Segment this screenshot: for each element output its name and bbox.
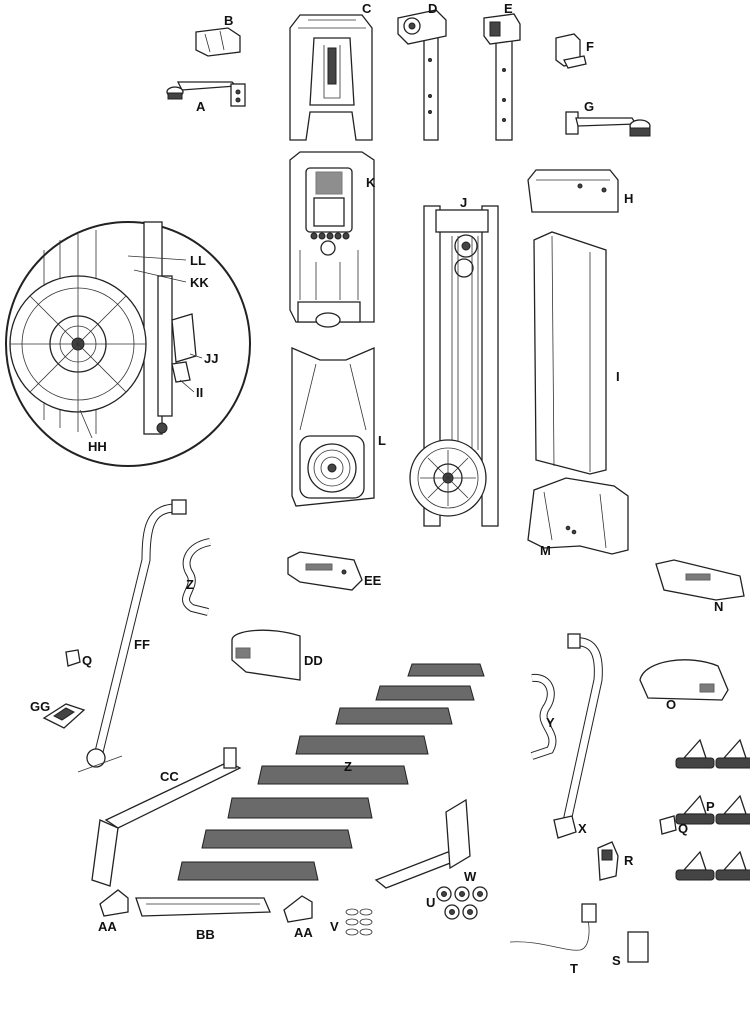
part-g-arm: [565, 111, 651, 137]
part-d-upright: [397, 9, 447, 141]
label-d: D: [428, 1, 438, 16]
part-v-carabiners: [345, 908, 373, 936]
label-jj: JJ: [204, 351, 219, 366]
label-v: V: [330, 919, 339, 934]
part-a-arm: [166, 81, 246, 107]
part-aa-end-cap-left: [99, 889, 129, 917]
label-e: E: [504, 1, 513, 16]
label-aa-right: AA: [294, 925, 313, 940]
part-aa-end-cap-right: [283, 895, 313, 923]
part-z-handle-tube: [182, 538, 211, 616]
part-m-base-shroud: [527, 477, 629, 555]
label-j: J: [460, 195, 468, 210]
label-q-left: Q: [82, 653, 93, 668]
label-k: K: [366, 175, 376, 190]
label-c: C: [362, 1, 372, 16]
label-s: S: [612, 953, 621, 968]
part-q-clip-left: [65, 649, 81, 667]
part-b-cover: [195, 27, 241, 57]
label-ll: LL: [190, 253, 206, 268]
label-q-right: Q: [678, 821, 689, 836]
part-ff-tube: [77, 499, 187, 773]
label-z-upper: Z: [186, 577, 194, 592]
label-ee: EE: [364, 573, 382, 588]
label-x: X: [578, 821, 587, 836]
label-t: T: [570, 961, 578, 976]
label-y: Y: [546, 715, 555, 730]
label-aa-left: AA: [98, 919, 117, 934]
label-l: L: [378, 433, 386, 448]
part-p-handles: [675, 738, 750, 881]
detail-callout-circle: [5, 221, 251, 467]
part-x-tube: [553, 633, 603, 839]
label-n: N: [714, 599, 724, 614]
step-slats: [177, 663, 485, 881]
label-b: B: [224, 13, 234, 28]
label-dd: DD: [304, 653, 323, 668]
part-u-rollers: [436, 886, 488, 920]
part-e-upright: [483, 13, 521, 141]
label-w: W: [464, 869, 477, 884]
label-h: H: [624, 191, 634, 206]
part-bb-crossbar: [135, 897, 271, 917]
label-r: R: [624, 853, 634, 868]
label-ff: FF: [134, 637, 150, 652]
part-h-top-cover: [527, 169, 619, 213]
label-hh: HH: [88, 439, 107, 454]
part-y-handle-tube: [530, 673, 557, 760]
console-buttons: [310, 232, 350, 240]
part-cc-rail: [91, 747, 242, 887]
part-q-clip-right: [659, 815, 677, 835]
part-t-power-adapter: [509, 903, 597, 951]
part-j-main-frame: [409, 205, 499, 527]
part-l-lower-shroud: [291, 347, 375, 507]
part-ee-side-trim: [287, 551, 363, 591]
part-w-rail: [374, 798, 471, 889]
label-u: U: [426, 895, 436, 910]
part-r-block: [597, 841, 619, 881]
part-gg-block: [42, 703, 86, 729]
part-dd-cover: [231, 629, 301, 681]
part-k-console-shroud: [289, 151, 375, 328]
label-bb: BB: [196, 927, 215, 942]
label-g: G: [584, 99, 595, 114]
label-a: A: [196, 99, 206, 114]
label-cc: CC: [160, 769, 179, 784]
label-gg: GG: [30, 699, 51, 714]
part-i-rear-cover: [533, 231, 607, 475]
label-o: O: [666, 697, 677, 712]
part-o-cover: [639, 659, 729, 701]
part-s-manual: [627, 931, 649, 963]
label-p: P: [706, 799, 715, 814]
label-i: I: [616, 369, 620, 384]
label-ii: II: [196, 385, 204, 400]
label-f: F: [586, 39, 594, 54]
label-kk: KK: [190, 275, 209, 290]
label-m: M: [540, 543, 551, 558]
label-z-lower: Z: [344, 759, 352, 774]
part-f-bracket: [555, 33, 587, 69]
part-c-upper-shroud: [289, 14, 373, 141]
part-n-side-trim: [655, 559, 745, 601]
